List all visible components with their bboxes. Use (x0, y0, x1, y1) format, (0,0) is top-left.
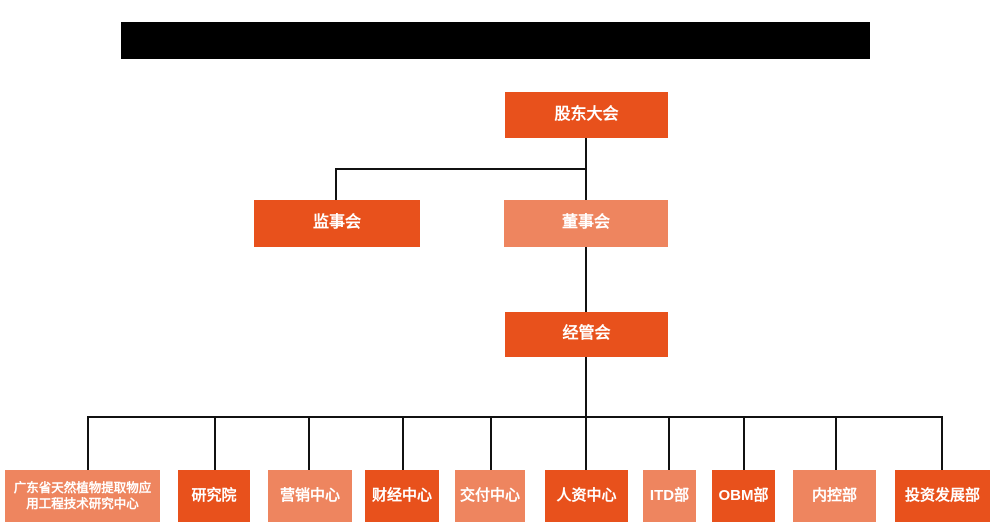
connector-level2-rail (335, 168, 587, 170)
connector-drop-hr-center (585, 416, 587, 470)
redacted-title-bar (121, 22, 870, 59)
node-supervisory-board: 监事会 (254, 200, 420, 247)
node-dept-itd: ITD部 (643, 470, 696, 522)
connector-drop-itd-dept (668, 416, 670, 470)
node-dept-engineering-research-center: 广东省天然植物提取物应用工程技术研究中心 (5, 470, 160, 522)
node-dept-finance-center: 财经中心 (365, 470, 439, 522)
node-board-of-directors: 董事会 (504, 200, 668, 247)
connector-drop-obm-dept (743, 416, 745, 470)
node-shareholders-meeting: 股东大会 (505, 92, 668, 138)
connector-drop-engineering-research-center (87, 416, 89, 470)
connector-management-to-rail (585, 357, 587, 417)
node-dept-delivery-center: 交付中心 (455, 470, 525, 522)
connector-drop-marketing-center (308, 416, 310, 470)
connector-board-to-management (585, 247, 587, 312)
connector-departments-rail (87, 416, 943, 418)
connector-drop-delivery-center (490, 416, 492, 470)
connector-drop-research-institute (214, 416, 216, 470)
connector-drop-internal-control-dept (835, 416, 837, 470)
node-dept-hr-center: 人资中心 (545, 470, 628, 522)
node-dept-investment-development: 投资发展部 (895, 470, 990, 522)
node-management-committee: 经管会 (505, 312, 668, 357)
node-dept-research-institute: 研究院 (178, 470, 250, 522)
connector-rail-to-supervisory-board (335, 168, 337, 200)
node-dept-marketing-center: 营销中心 (268, 470, 352, 522)
connector-drop-finance-center (402, 416, 404, 470)
connector-drop-investment-development-dept (941, 416, 943, 470)
node-dept-internal-control: 内控部 (793, 470, 876, 522)
node-dept-obm: OBM部 (712, 470, 775, 522)
